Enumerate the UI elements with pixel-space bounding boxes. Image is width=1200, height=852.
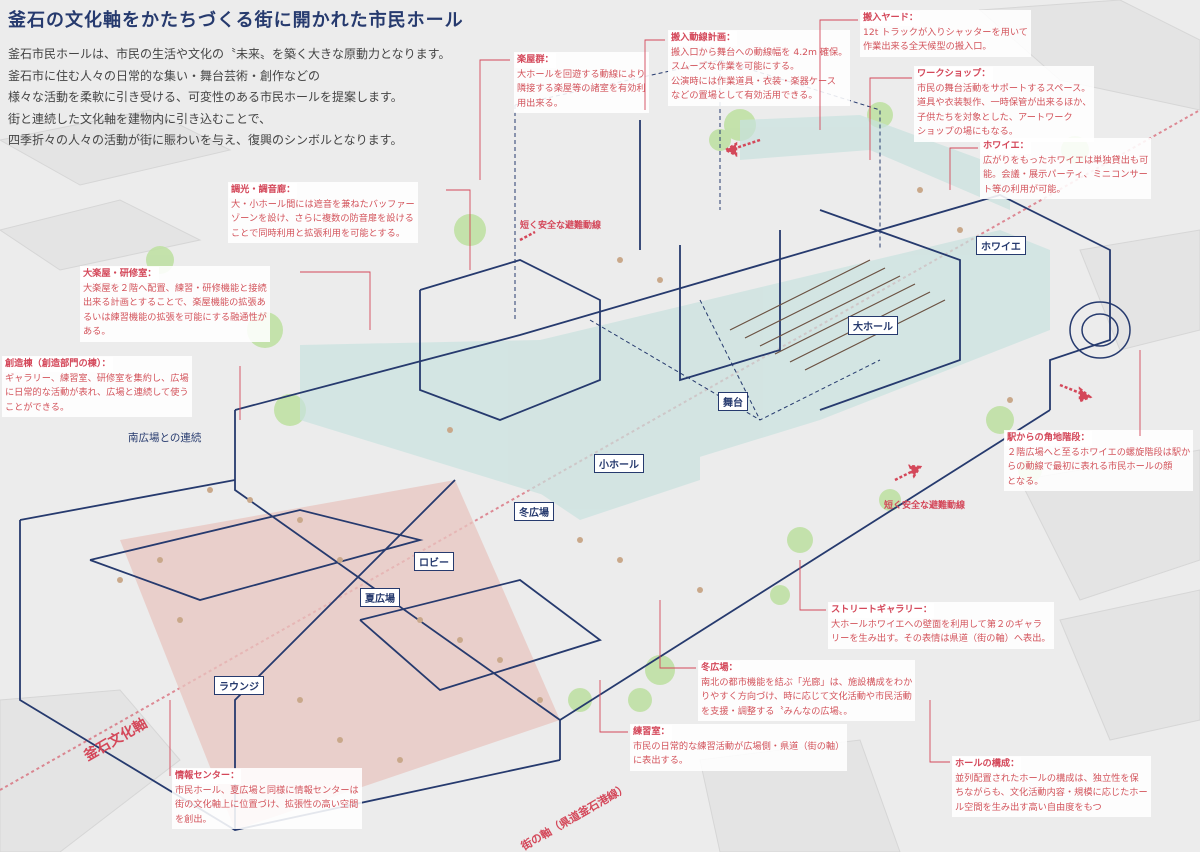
intro-text: 釜石市民ホールは、市民の生活や文化の〝未来〟を築く大きな原動力となります。 釜石… [8, 44, 450, 152]
evacuation-route-label: 短く安全な避難動線 [884, 501, 966, 511]
annotation-workshop: ワークショップ： 市民の舞台活動をサポートするスペース。 道具や衣装製作、一時保… [914, 66, 1095, 142]
evacuation-arrows [519, 138, 1093, 482]
annotation-line: 公演時には作業道具・衣装・楽器ケース [671, 75, 836, 87]
annotation-line: ちながらも、文化活動内容・規模に応じたホー [955, 787, 1148, 799]
label-lobby: ロビー [414, 552, 454, 571]
annotation-souzou: 創造棟（創造部門の棟）： ギャラリー、練習室、研修室を集約し、広場 に日常的な活… [2, 356, 192, 418]
annotation-line: 大ホールを回遊する動線により [517, 68, 646, 80]
annotation-street-gallery: ストリートギャラリー： 大ホールホワイエへの壁面を利用して第２のギャラ リーを生… [828, 602, 1054, 649]
annotation-line: ギャラリー、練習室、研修室を集約し、広場 [5, 372, 189, 384]
annotation-line: 大・小ホール間には遮音を兼ねたバッファー [231, 198, 415, 210]
label-lounge: ラウンジ [214, 676, 264, 695]
annotation-title: 楽屋群： [515, 53, 556, 68]
annotation-title: 練習室： [631, 725, 672, 740]
page-title: 釜石の文化軸をかたちづくる街に開かれた市民ホール [8, 10, 464, 31]
annotation-line: 子供たちを対象とした、アートワーク [917, 111, 1073, 123]
annotation-line: 能。会議・展示パーティ、ミニコンサー [983, 169, 1148, 181]
annotation-eki-kaidan: 駅からの角地階段： ２階広場へと至るホワイエの螺旋階段は駅か らの動線で最初に表… [1004, 430, 1194, 492]
intro-line: 釜石市に住む人々の日常的な集い・舞台芸術・創作などの [8, 68, 321, 83]
label-main-hall: 大ホール [848, 316, 898, 335]
annotation-line: 広がりをもったホワイエは単独貸出も可 [983, 154, 1149, 166]
annotation-line: 並列配置されたホールの構成は、独立性を保 [955, 772, 1139, 784]
annotation-line: 市民ホール、夏広場と同様に情報センターは [175, 784, 359, 796]
spiral-stair [1069, 301, 1131, 359]
annotation-title: 大楽屋・研修室： [81, 267, 159, 282]
annotation-hall-kousei: ホールの構成： 並列配置されたホールの構成は、独立性を保 ちながらも、文化活動内… [952, 756, 1151, 818]
annotation-line: ゾーンを設け、さらに複数の防音扉を設ける [231, 213, 414, 225]
annotation-line: るいは練習機能の拡張を可能にする融通性が [83, 311, 267, 323]
annotation-title: 調光・調音廊： [229, 183, 298, 198]
annotation-hannyu-keikaku: 搬入動線計画： 搬入口から舞台への動線幅を 4.2m 確保。 スムーズな作業を可… [668, 30, 851, 106]
annotation-line: などの置場として有効活用できる。 [671, 90, 818, 102]
annotation-line: リーを生み出す。その表情は県道（街の軸）へ表出。 [831, 633, 1051, 645]
annotation-choukou: 調光・調音廊： 大・小ホール間には遮音を兼ねたバッファー ゾーンを設け、さらに複… [228, 182, 418, 244]
annotation-line: 市民の日常的な練習活動が広場側・県道（街の軸） [633, 740, 845, 752]
annotation-title: ホールの構成： [953, 757, 1022, 772]
annotation-line: 作業出来る全天候型の搬入口。 [863, 41, 992, 53]
annotation-hannyu-yard: 搬入ヤード： 12t トラックが入りシャッターを用いて 作業出来る全天候型の搬入… [860, 10, 1031, 57]
annotation-title: ワークショップ： [915, 67, 993, 82]
annotation-title: ホワイエ： [981, 139, 1031, 154]
annotation-line: 大ホールホワイエへの壁面を利用して第２のギャラ [831, 618, 1042, 630]
annotation-line: らの動線で最初に表れる市民ホールの顔 [1007, 461, 1173, 473]
annotation-line: ２階広場へと至るホワイエの螺旋階段は駅か [1007, 446, 1191, 458]
annotation-line: に日常的な活動が表れ、広場と連続して使う [5, 387, 189, 399]
annotation-line: を支援・調整する〝みんなの広場〟。 [701, 705, 853, 717]
label-winter-plaza: 冬広場 [514, 502, 554, 521]
annotation-line: 道具や衣装製作、一時保管が出来るほか、 [917, 97, 1092, 109]
annotation-ogakuya: 大楽屋・研修室： 大楽屋を２階へ配置、練習・研修機能と接続 出来る計画とすること… [80, 266, 270, 342]
intro-line: 街と連続した文化軸を建物内に引き込むことで、 [8, 111, 272, 126]
annotation-line: を創出。 [175, 813, 212, 825]
annotation-line: ある。 [83, 326, 111, 338]
annotation-line: 街の文化軸上に位置づけ、拡張性の高い空間 [175, 799, 359, 811]
south-plaza-connection-text: 南広場との連続 [128, 432, 202, 444]
annotation-line: ことができる。 [5, 401, 70, 413]
annotation-renshu: 練習室： 市民の日常的な練習活動が広場側・県道（街の軸） に表出する。 [630, 724, 848, 771]
annotation-line: りやすく方向づけ、時に応じて文化活動や市民活動 [701, 691, 912, 703]
label-foyer: ホワイエ [976, 236, 1026, 255]
label-stage: 舞台 [718, 392, 748, 411]
intro-line: 様々な活動を柔軟に引き受ける、可変性のある市民ホールを提案します。 [8, 90, 403, 104]
annotation-title: 冬広場： [699, 661, 740, 676]
annotation-line: となる。 [1007, 475, 1044, 487]
evacuation-route-label: 短く安全な避難動線 [520, 221, 602, 231]
annotation-line: 出来る計画とすることで、楽屋機能の拡張あ [83, 297, 266, 309]
annotation-title: ストリートギャラリー： [829, 603, 935, 618]
label-summer-plaza: 夏広場 [360, 588, 400, 607]
annotation-line: 大楽屋を２階へ配置、練習・研修機能と接続 [83, 282, 267, 294]
intro-line: 釜石市民ホールは、市民の生活や文化の〝未来〟を築く大きな原動力となります。 [8, 47, 451, 61]
intro-line: 四季折々の人々の活動が街に賑わいを与え、復興のシンボルとなります。 [8, 133, 403, 147]
annotation-jouhou: 情報センター： 市民ホール、夏広場と同様に情報センターは 街の文化軸上に位置づけ… [172, 768, 362, 830]
annotation-line: ことで同時利用と拡張利用を可能とする。 [231, 227, 406, 239]
auditorium-seating [729, 259, 946, 371]
light-corridor [300, 115, 1050, 520]
annotation-title: 搬入ヤード： [861, 11, 921, 26]
annotation-line: スムーズな作業を可能にする。 [671, 61, 800, 73]
annotation-foyer: ホワイエ： 広がりをもったホワイエは単独貸出も可 能。会議・展示パーティ、ミニコ… [980, 138, 1152, 200]
label-small-hall: 小ホール [594, 454, 644, 473]
annotation-fuyu-hiroba: 冬広場： 南北の都市機能を結ぶ「光廊」は、施設構成をわか りやすく方向づけ、時に… [698, 660, 916, 722]
annotation-line: ト等の利用が可能。 [983, 183, 1066, 195]
annotation-line: 隣接する楽屋等の諸室を有効利 [517, 83, 646, 95]
annotation-line: に表出する。 [633, 755, 689, 767]
annotation-line: 用出来る。 [517, 97, 563, 109]
annotation-title: 駅からの角地階段： [1005, 431, 1092, 446]
annotation-line: 南北の都市機能を結ぶ「光廊」は、施設構成をわか [701, 676, 913, 688]
annotation-title: 搬入動線計画： [669, 31, 738, 46]
annotation-line: 市民の舞台活動をサポートするスペース。 [917, 82, 1091, 94]
annotation-title: 創造棟（創造部門の棟）： [3, 357, 113, 372]
annotation-line: ル空間を生み出す高い自由度をもつ [955, 801, 1102, 813]
annotation-title: 情報センター： [173, 769, 242, 784]
annotation-line: 12t トラックが入りシャッターを用いて [863, 26, 1028, 38]
annotation-gakuya: 楽屋群： 大ホールを回遊する動線により 隣接する楽屋等の諸室を有効利 用出来る。 [514, 52, 649, 114]
annotation-line: ショップの場にもなる。 [917, 126, 1019, 138]
annotation-line: 搬入口から舞台への動線幅を 4.2m 確保。 [671, 46, 848, 58]
